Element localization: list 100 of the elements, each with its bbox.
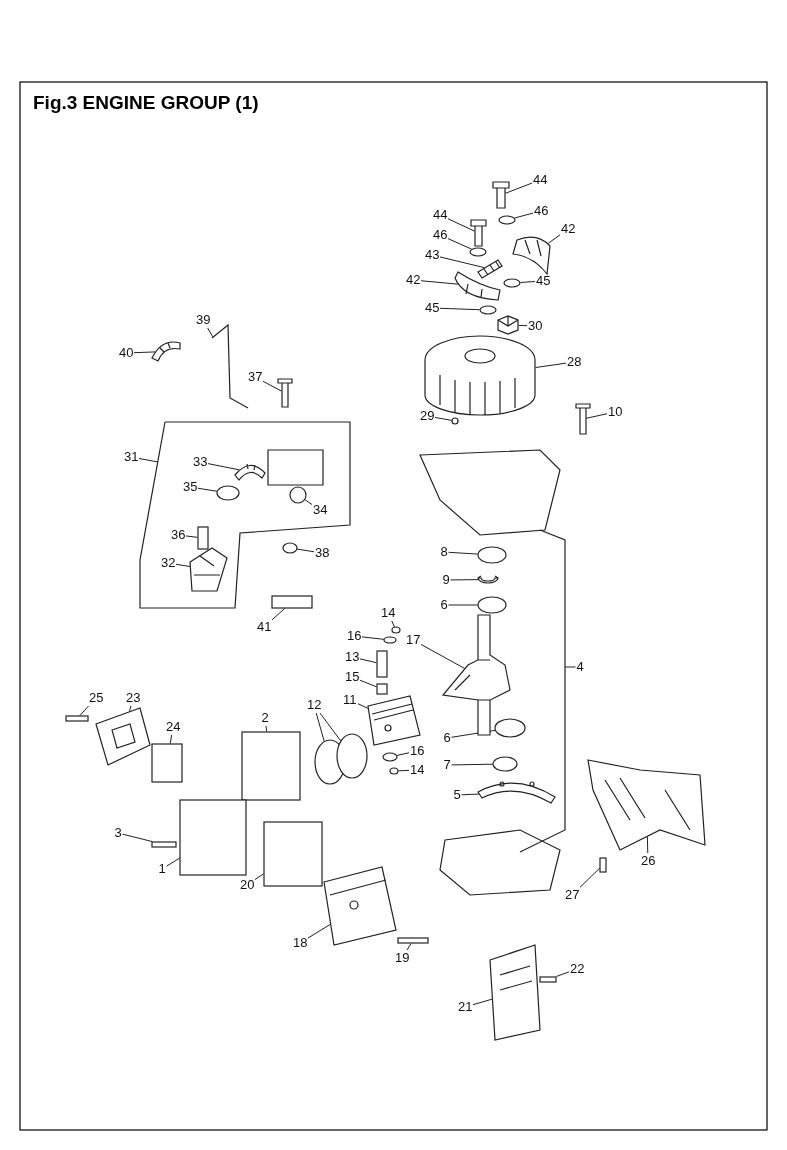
leader-line	[461, 793, 480, 796]
washer-drawing	[479, 305, 497, 315]
hose-drawing	[234, 463, 266, 481]
ignition-wire-drawing	[211, 323, 249, 409]
guard-drawing	[587, 759, 706, 851]
bearing-drawing	[477, 596, 507, 614]
washer-drawing	[503, 278, 521, 288]
nut-drawing	[497, 315, 519, 335]
callout-number: 1	[158, 862, 166, 876]
spark-plug-drawing	[271, 595, 313, 609]
leader-line	[138, 458, 159, 463]
leader-line	[585, 413, 608, 419]
muffler-drawing	[323, 866, 397, 946]
leader-line	[450, 579, 479, 581]
callout-number: 23	[126, 691, 141, 705]
leader-line	[579, 867, 601, 888]
bolt-drawing	[151, 841, 177, 848]
needle-bearing-drawing	[376, 683, 388, 695]
clip-drawing	[389, 767, 399, 775]
washer-drawing	[469, 247, 487, 257]
leader-line	[472, 998, 493, 1006]
callout-number: 29	[420, 409, 435, 423]
callout-number: 27	[565, 888, 580, 902]
leader-line	[359, 658, 377, 664]
callout-number: 11	[343, 693, 357, 707]
washer-drawing	[498, 215, 516, 225]
plug-cap-drawing	[189, 547, 228, 592]
bolt-drawing	[397, 937, 429, 944]
callout-number: 34	[313, 503, 328, 517]
leader-line	[197, 487, 218, 492]
gasket-drawing	[241, 731, 301, 801]
leader-line	[396, 752, 410, 756]
leader-line	[514, 212, 534, 219]
callout-number: 40	[119, 346, 134, 360]
callout-number: 8	[440, 545, 448, 559]
grommet-drawing	[216, 485, 240, 501]
callout-number: 33	[193, 455, 208, 469]
leader-line	[564, 666, 576, 668]
callout-number: 5	[453, 788, 461, 802]
leader-line	[448, 551, 478, 555]
leader-line	[296, 548, 315, 553]
callout-number: 14	[381, 606, 396, 620]
cylinder-drawing	[179, 799, 247, 876]
gasket-drawing	[151, 743, 183, 783]
leader-line	[420, 643, 466, 670]
leader-line	[547, 234, 561, 244]
leader-line	[319, 712, 342, 742]
screw-drawing	[65, 715, 89, 722]
leader-line	[207, 463, 240, 471]
callout-number: 44	[433, 208, 448, 222]
muffler-cover-drawing	[95, 707, 151, 766]
callout-number: 35	[183, 480, 198, 494]
leader-line	[447, 238, 473, 250]
leader-line	[504, 182, 533, 194]
bolt-drawing	[492, 181, 510, 209]
callout-number: 30	[528, 319, 543, 333]
leader-line	[169, 734, 173, 744]
callout-number: 44	[533, 173, 548, 187]
bearing-drawing	[477, 546, 507, 564]
pipe-drawing	[197, 526, 209, 550]
bolt-drawing	[599, 857, 607, 873]
callout-number: 45	[536, 274, 551, 288]
gasket-drawing	[263, 821, 323, 887]
leader-line	[420, 280, 459, 285]
leader-line	[359, 679, 377, 688]
leader-line	[262, 380, 282, 392]
callout-number: 9	[442, 573, 450, 587]
piston-ring-drawing	[336, 733, 368, 779]
leader-line	[398, 769, 410, 772]
leader-line	[185, 535, 198, 538]
cover-drawing	[489, 944, 541, 1041]
callout-number: 46	[534, 204, 549, 218]
callout-number: 13	[345, 650, 360, 664]
leader-line	[439, 256, 485, 269]
callout-number: 26	[641, 854, 656, 868]
circlip-drawing	[477, 575, 499, 584]
leader-line	[434, 416, 452, 421]
piston-drawing	[367, 695, 421, 746]
leader-line	[406, 943, 412, 951]
gasket-drawing	[477, 781, 556, 804]
callout-number: 22	[570, 962, 585, 976]
callout-number: 25	[89, 691, 104, 705]
callout-number: 16	[347, 629, 362, 643]
seal-drawing	[492, 756, 518, 772]
callout-number: 16	[410, 744, 425, 758]
bolt-drawing	[539, 976, 557, 983]
leader-line	[133, 351, 156, 354]
clutch-shoe-drawing	[454, 271, 501, 301]
callout-number: 31	[124, 450, 139, 464]
callout-number: 7	[443, 758, 451, 772]
leader-line	[254, 873, 264, 881]
cap-drawing	[289, 486, 307, 504]
leader-line	[535, 362, 567, 369]
leader-line	[271, 607, 286, 621]
leader-line	[304, 499, 313, 506]
callout-number: 45	[425, 301, 440, 315]
callout-number: 36	[171, 528, 186, 542]
leader-line	[315, 712, 325, 742]
leader-line	[391, 620, 396, 628]
callout-number: 2	[261, 711, 269, 725]
